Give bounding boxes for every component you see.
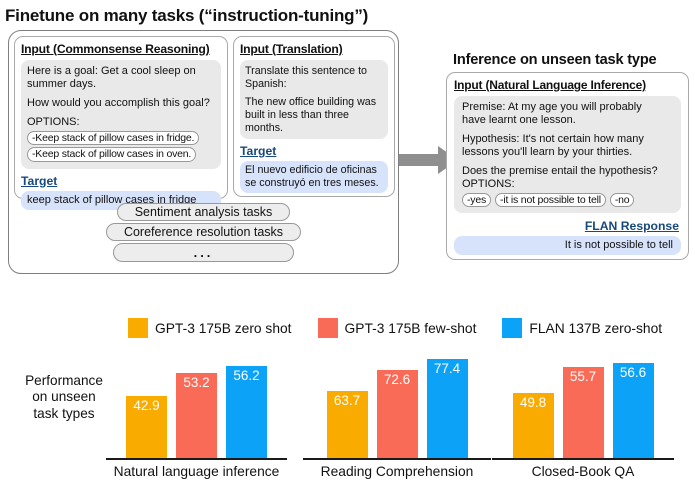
y-axis-label: Performance on unseen task types (8, 373, 120, 422)
task-pill: Coreference resolution tasks (105, 223, 302, 241)
target-label: Target (21, 173, 58, 188)
option-pill: -yes (462, 192, 492, 208)
nli-question-text: Does the premise entail the hypothesis? (462, 164, 658, 177)
nli-heading: Input (Natural Language Inference) (454, 78, 646, 92)
legend-swatch (502, 318, 523, 338)
option-pill: -Keep stack of pillow cases in oven. (27, 147, 197, 162)
bar-cluster: 49.8 55.7 56.6 (492, 348, 674, 460)
nli-card: Input (Natural Language Inference) Premi… (446, 72, 689, 260)
y-axis-label-line: Performance (25, 373, 103, 388)
finetune-panel: Input (Commonsense Reasoning) Here is a … (8, 30, 399, 274)
source-text: The new office building was built in les… (245, 96, 377, 134)
premise-text: Premise: At my age you will probably hav… (462, 101, 642, 126)
instruction-text: Translate this sentence to Spanish: (245, 65, 367, 90)
commonsense-heading: Input (Commonsense Reasoning) (21, 42, 210, 56)
bar: 42.9 (126, 396, 167, 458)
options-label: OPTIONS: (462, 177, 515, 190)
target-box: El nuevo edificio de oficinas se constru… (240, 161, 388, 193)
bar-value-label: 49.8 (519, 395, 547, 410)
translation-input-box: Translate this sentence to Spanish: The … (240, 60, 388, 140)
task-pill-ellipsis: ... (112, 243, 295, 262)
flan-response-label: FLAN Response (584, 219, 679, 234)
legend-swatch (317, 318, 338, 338)
translation-heading: Input (Translation) (240, 42, 343, 56)
bar-cluster: 42.9 53.2 56.2 (106, 348, 287, 460)
legend-item: GPT-3 175B zero shot (128, 318, 292, 338)
category-label: Closed-Book QA (531, 464, 635, 479)
arrow-shaft (399, 154, 438, 166)
bar-value-label: 63.7 (333, 393, 361, 408)
goal-text: Here is a goal: Get a cool sleep on summ… (27, 65, 196, 90)
translation-card: Input (Translation) Translate this sente… (233, 36, 395, 197)
commonsense-input-box: Here is a goal: Get a cool sleep on summ… (21, 60, 221, 169)
flan-response-box: It is not possible to tell (454, 236, 681, 256)
bar: 53.2 (176, 373, 217, 458)
inference-title: Inference on unseen task type (453, 52, 657, 68)
options-label: OPTIONS: (27, 115, 80, 128)
bar-value-label: 55.7 (569, 369, 597, 384)
bar-value-label: 42.9 (133, 398, 160, 413)
hypothesis-text: Hypothesis: It's not certain how many le… (462, 132, 644, 158)
nli-input-box: Premise: At my age you will probably hav… (454, 96, 681, 214)
target-label: Target (240, 144, 277, 159)
bar: 63.7 (326, 391, 368, 458)
legend-label: FLAN 137B zero-shot (529, 320, 663, 336)
legend-swatch (128, 318, 148, 338)
category-label: Natural language inference (113, 464, 280, 479)
bar-value-label: 72.6 (383, 372, 411, 387)
bar-value-label: 53.2 (183, 375, 210, 390)
bar-value-label: 56.2 (233, 368, 260, 383)
task-pill-list: Sentiment analysis tasks Coreference res… (9, 202, 398, 263)
chart-legend: GPT-3 175B zero shot GPT-3 175B few-shot… (128, 318, 662, 338)
y-axis-label-line: on unseen (32, 389, 96, 405)
bar: 77.4 (426, 359, 468, 458)
option-pill: -it is not possible to tell (495, 192, 606, 208)
question-text: How would you accomplish this goal? (27, 96, 210, 109)
nli-options-row: -yes -it is not possible to tell -no (462, 192, 663, 208)
option-pill: -Keep stack of pillow cases in fridge. (27, 130, 200, 146)
task-pill: Sentiment analysis tasks (116, 203, 291, 221)
bar-value-label: 77.4 (433, 361, 461, 376)
bar: 56.6 (612, 363, 654, 458)
y-axis-label-line: task types (33, 405, 95, 421)
bar-cluster: 63.7 72.6 77.4 (303, 348, 491, 460)
bar-value-label: 56.6 (619, 365, 647, 380)
legend-item: FLAN 137B zero-shot (502, 318, 662, 338)
category-label: Reading Comprehension (320, 464, 474, 479)
bar: 56.2 (226, 366, 267, 458)
legend-label: GPT-3 175B few-shot (344, 320, 477, 336)
finetune-title: Finetune on many tasks (“instruction-tun… (5, 6, 369, 25)
commonsense-card: Input (Commonsense Reasoning) Here is a … (14, 36, 228, 210)
bar: 49.8 (512, 393, 554, 458)
option-pill: -no (609, 192, 635, 208)
legend-label: GPT-3 175B zero shot (155, 320, 292, 336)
bar: 55.7 (562, 367, 604, 458)
legend-item: GPT-3 175B few-shot (317, 318, 477, 338)
bar: 72.6 (376, 370, 418, 458)
